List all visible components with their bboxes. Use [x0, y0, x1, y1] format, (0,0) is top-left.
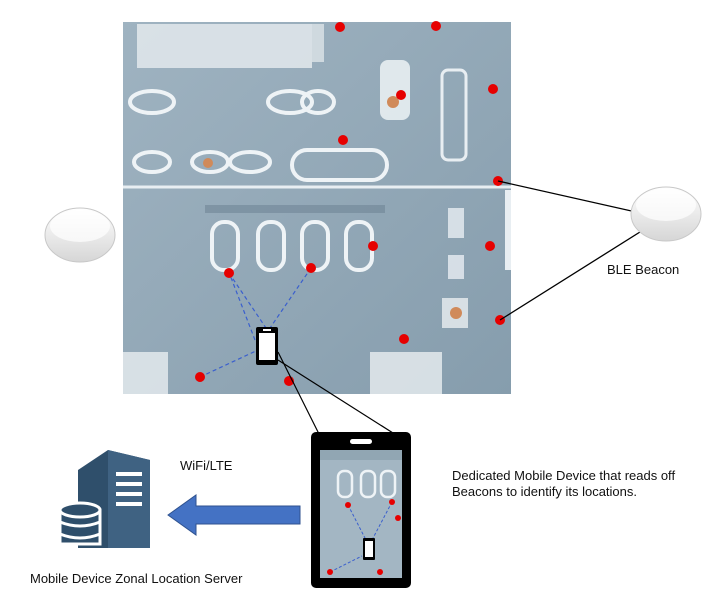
ble-beacon-icon — [630, 186, 702, 242]
server-label: Mobile Device Zonal Location Server — [30, 571, 243, 586]
beacon-dot — [396, 90, 406, 100]
arrow-left-icon — [167, 494, 301, 536]
wifi-lte-label: WiFi/LTE — [180, 458, 233, 473]
dedicated-mobile-device — [311, 432, 411, 588]
ble-beacon-icon — [44, 207, 116, 263]
beacon-dot — [335, 22, 345, 32]
zoom-lines — [277, 351, 405, 441]
beacon-dot — [306, 263, 316, 273]
beacon-dot — [431, 21, 441, 31]
beacon-dot — [399, 334, 409, 344]
mobile-phone-icon — [256, 327, 278, 365]
beacon-dot — [488, 84, 498, 94]
floor-plan — [123, 22, 511, 394]
beacon-dot — [195, 372, 205, 382]
beacon-dot — [224, 268, 234, 278]
beacon-connectors — [497, 180, 641, 321]
signal-lines — [199, 267, 312, 378]
device-description-label: Dedicated Mobile Device that reads off B… — [452, 468, 676, 499]
ble-beacon-label: BLE Beacon — [607, 262, 680, 277]
beacon-dots — [195, 21, 505, 386]
beacon-dot — [338, 135, 348, 145]
beacon-dot — [368, 241, 378, 251]
beacon-dot — [485, 241, 495, 251]
server-database-icon — [58, 450, 150, 548]
